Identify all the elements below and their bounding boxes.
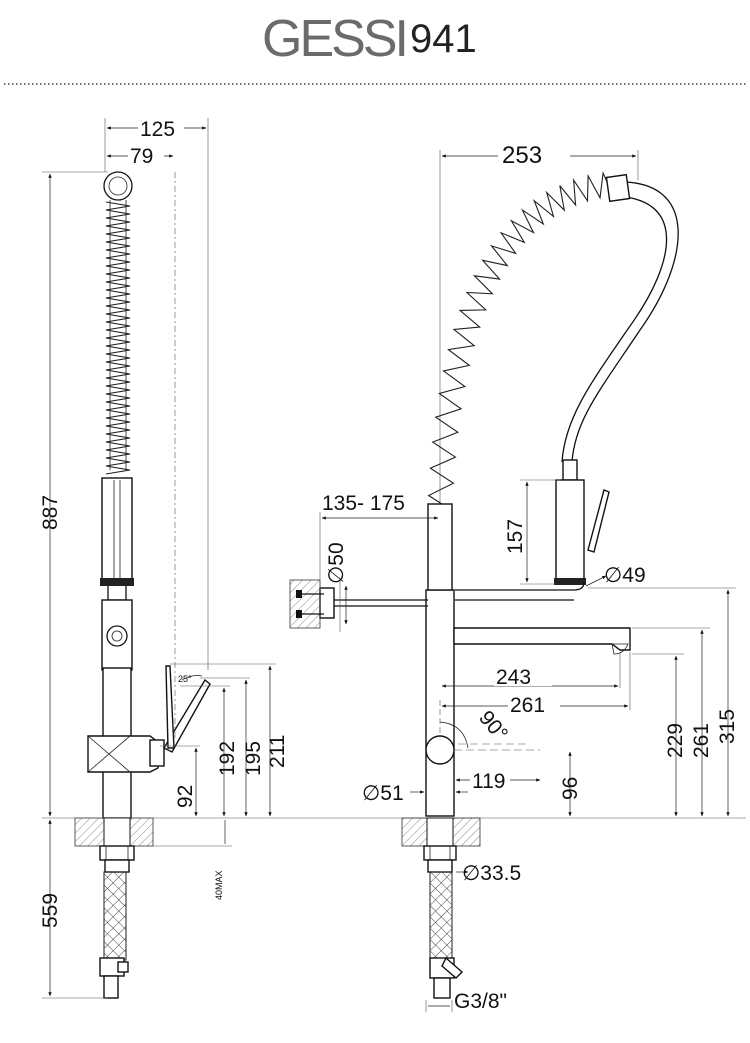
dim-dia-51: ∅51 (362, 782, 404, 805)
dim-dia-49: ∅49 (604, 564, 646, 587)
side-lever (163, 678, 211, 753)
front-handshower-trigger (587, 489, 610, 553)
dim-40max: 40MAX (214, 870, 224, 900)
dim-195: 195 (242, 741, 265, 776)
model-number: 941 (410, 17, 477, 61)
dim-887: 887 (39, 495, 62, 530)
front-handshower (555, 479, 585, 581)
dim-92: 92 (174, 785, 197, 808)
side-view: 125 79 887 559 40MAX 25° 211 195 192 (39, 116, 746, 999)
dim-315: 315 (716, 709, 739, 744)
brand-logo: GESSI (262, 10, 406, 68)
front-braided-hose (429, 871, 453, 961)
front-nut (423, 845, 457, 861)
front-hose (571, 181, 679, 463)
dim-79: 79 (130, 145, 153, 168)
dim-angle-25: 25° (178, 674, 192, 684)
side-handshower (101, 477, 133, 581)
dim-135-175: 135- 175 (322, 492, 405, 515)
dim-angle-90: 90° (474, 706, 512, 745)
dim-559: 559 (39, 893, 62, 928)
dim-119: 119 (472, 770, 505, 793)
side-nut (99, 845, 135, 861)
front-spring-coil (427, 170, 614, 511)
dim-211: 211 (266, 735, 289, 768)
dim-thread-g3-8: G3/8" (454, 990, 507, 1013)
dim-dia-50: ∅50 (325, 542, 348, 584)
front-handshower-ring (554, 578, 586, 585)
front-lever-knob (425, 735, 455, 765)
dim-243: 243 (496, 666, 531, 689)
dim-dia-33-5: ∅33.5 (462, 862, 521, 885)
side-spring-coil (105, 201, 131, 475)
side-mixer-body (87, 735, 159, 773)
side-braided-hose (103, 871, 127, 961)
dim-192: 192 (216, 741, 239, 776)
side-handshower-ring (100, 578, 134, 586)
dim-261-horizontal: 261 (510, 694, 545, 717)
side-spring (103, 171, 133, 475)
dim-125: 125 (140, 118, 175, 141)
dim-157: 157 (504, 519, 527, 554)
front-spout (453, 627, 631, 651)
dim-261-vertical: 261 (690, 723, 713, 758)
dim-96: 96 (559, 777, 582, 800)
header: GESSI 941 (4, 10, 746, 85)
dim-253: 253 (502, 142, 542, 169)
wall-hatch (289, 579, 321, 629)
dim-229: 229 (664, 723, 687, 758)
spring-top-loop (103, 171, 133, 201)
front-view: 253 135- 175 (289, 142, 739, 1013)
